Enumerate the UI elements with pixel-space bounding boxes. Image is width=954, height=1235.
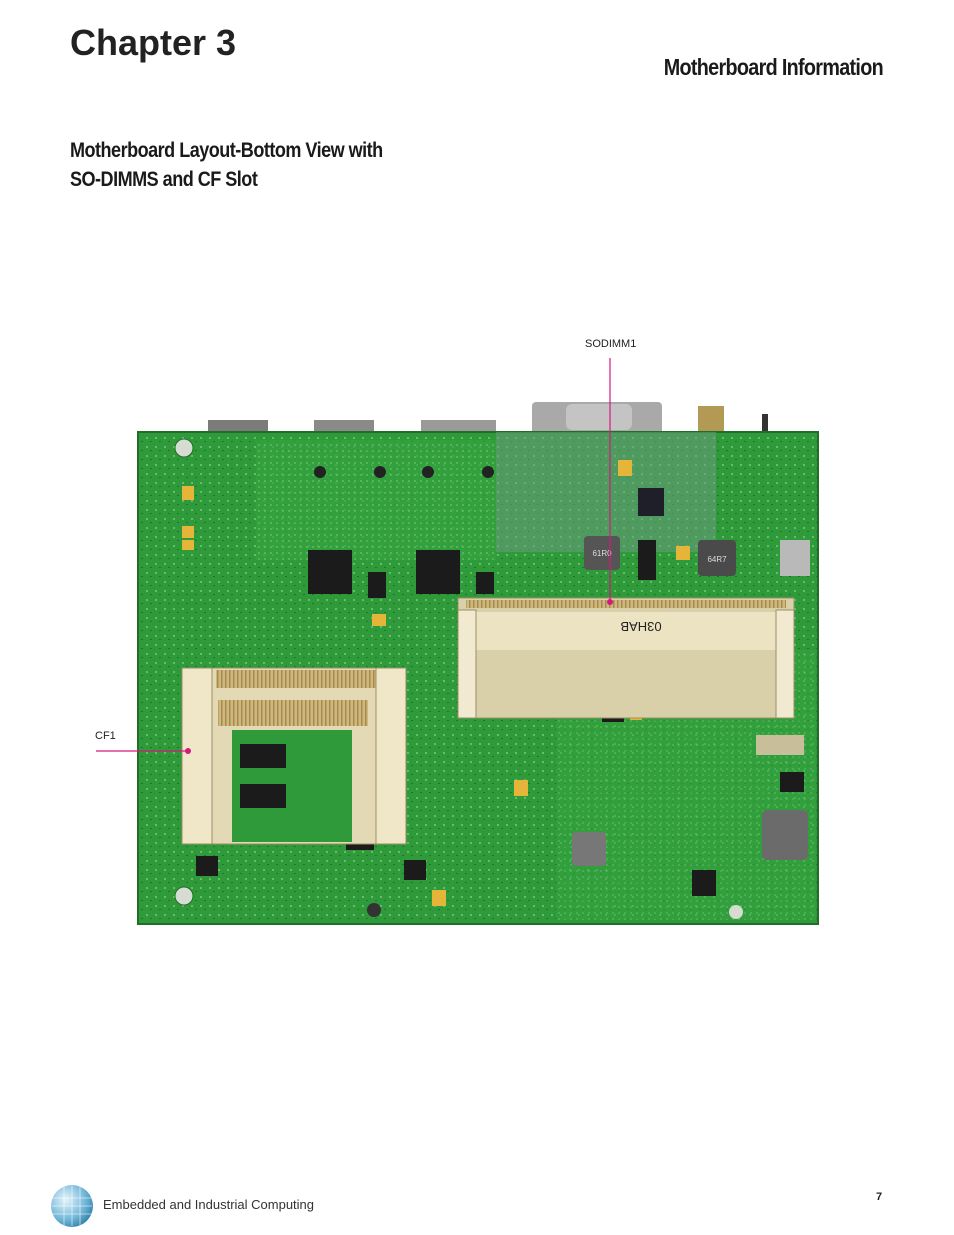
chapter-title: Chapter 3 — [70, 22, 237, 63]
footer-company-text: Embedded and Industrial Computing — [103, 1197, 315, 1212]
page-number: 7 — [876, 1191, 883, 1203]
sodimm-silkscreen: 03HAB — [620, 619, 661, 634]
sodimm-callout-label: SODIMM1 — [585, 338, 637, 350]
motherboard-image: 61R0 64R7 03HAB — [137, 402, 819, 925]
cf-callout-label: CF1 — [95, 730, 116, 742]
figure-heading-line-2: SO-DIMMS and CF Slot — [70, 168, 258, 191]
inductor-label-1: 61R0 — [592, 549, 612, 558]
inductor-label-2: 64R7 — [707, 555, 727, 564]
figure-heading: Motherboard Layout-Bottom View with SO-D… — [70, 136, 431, 194]
figure-heading-line-1: Motherboard Layout-Bottom View with — [70, 139, 383, 162]
company-logo-icon — [51, 1185, 93, 1227]
section-title: Motherboard Information — [663, 54, 884, 80]
